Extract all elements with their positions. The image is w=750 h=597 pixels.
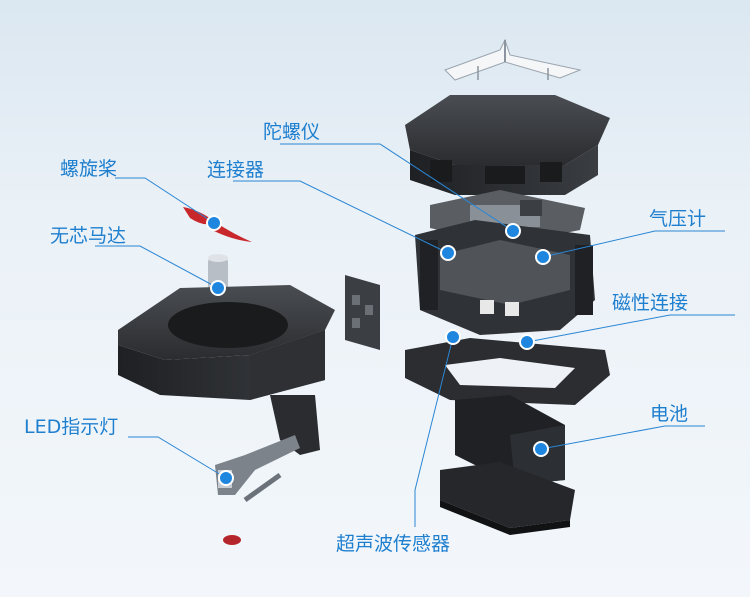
leader-line-propeller (115, 177, 215, 224)
led-indicator-arm (215, 435, 300, 503)
label-ultrasonic-sensor: 超声波传感器 (336, 533, 451, 555)
dot-propeller (206, 215, 222, 231)
leader-line-motor (95, 245, 219, 289)
leader-line-led (128, 436, 227, 479)
label-coreless-motor: 无芯马达 (50, 225, 127, 247)
leader-line-ultrasonic (414, 336, 454, 527)
label-barometer: 气压计 (649, 208, 707, 230)
leader-line-gyro (280, 143, 514, 232)
leader-line-magnetic (526, 314, 735, 343)
dot-motor (210, 280, 226, 296)
leader-line-connector (233, 180, 449, 254)
dot-gyro (505, 223, 521, 239)
label-magnetic-connector: 磁性连接 (612, 292, 689, 314)
dot-ultrasonic (445, 329, 461, 345)
label-gyroscope: 陀螺仪 (263, 121, 321, 143)
dot-barometer (535, 249, 551, 265)
label-battery: 电池 (650, 403, 689, 425)
leader-line-battery (540, 425, 705, 450)
motor-arm-housing (118, 285, 335, 455)
callout-dots (206, 215, 551, 486)
dot-led (218, 470, 234, 486)
dot-battery (533, 441, 549, 457)
bottom-frame (405, 338, 610, 405)
leader-lines (95, 143, 735, 527)
antenna-part (444, 38, 582, 81)
side-connector-panel (345, 275, 380, 350)
label-connector: 连接器 (207, 159, 265, 181)
main-body (415, 190, 595, 352)
ultrasonic-sensor-plate (440, 462, 575, 535)
dot-magnetic (519, 334, 535, 350)
label-led-indicator: LED指示灯 (24, 416, 119, 438)
label-propeller: 螺旋桨 (60, 158, 118, 180)
led-cap (223, 535, 241, 545)
dot-connector (440, 245, 456, 261)
top-cover (405, 95, 610, 195)
leader-line-barometer (542, 230, 725, 258)
